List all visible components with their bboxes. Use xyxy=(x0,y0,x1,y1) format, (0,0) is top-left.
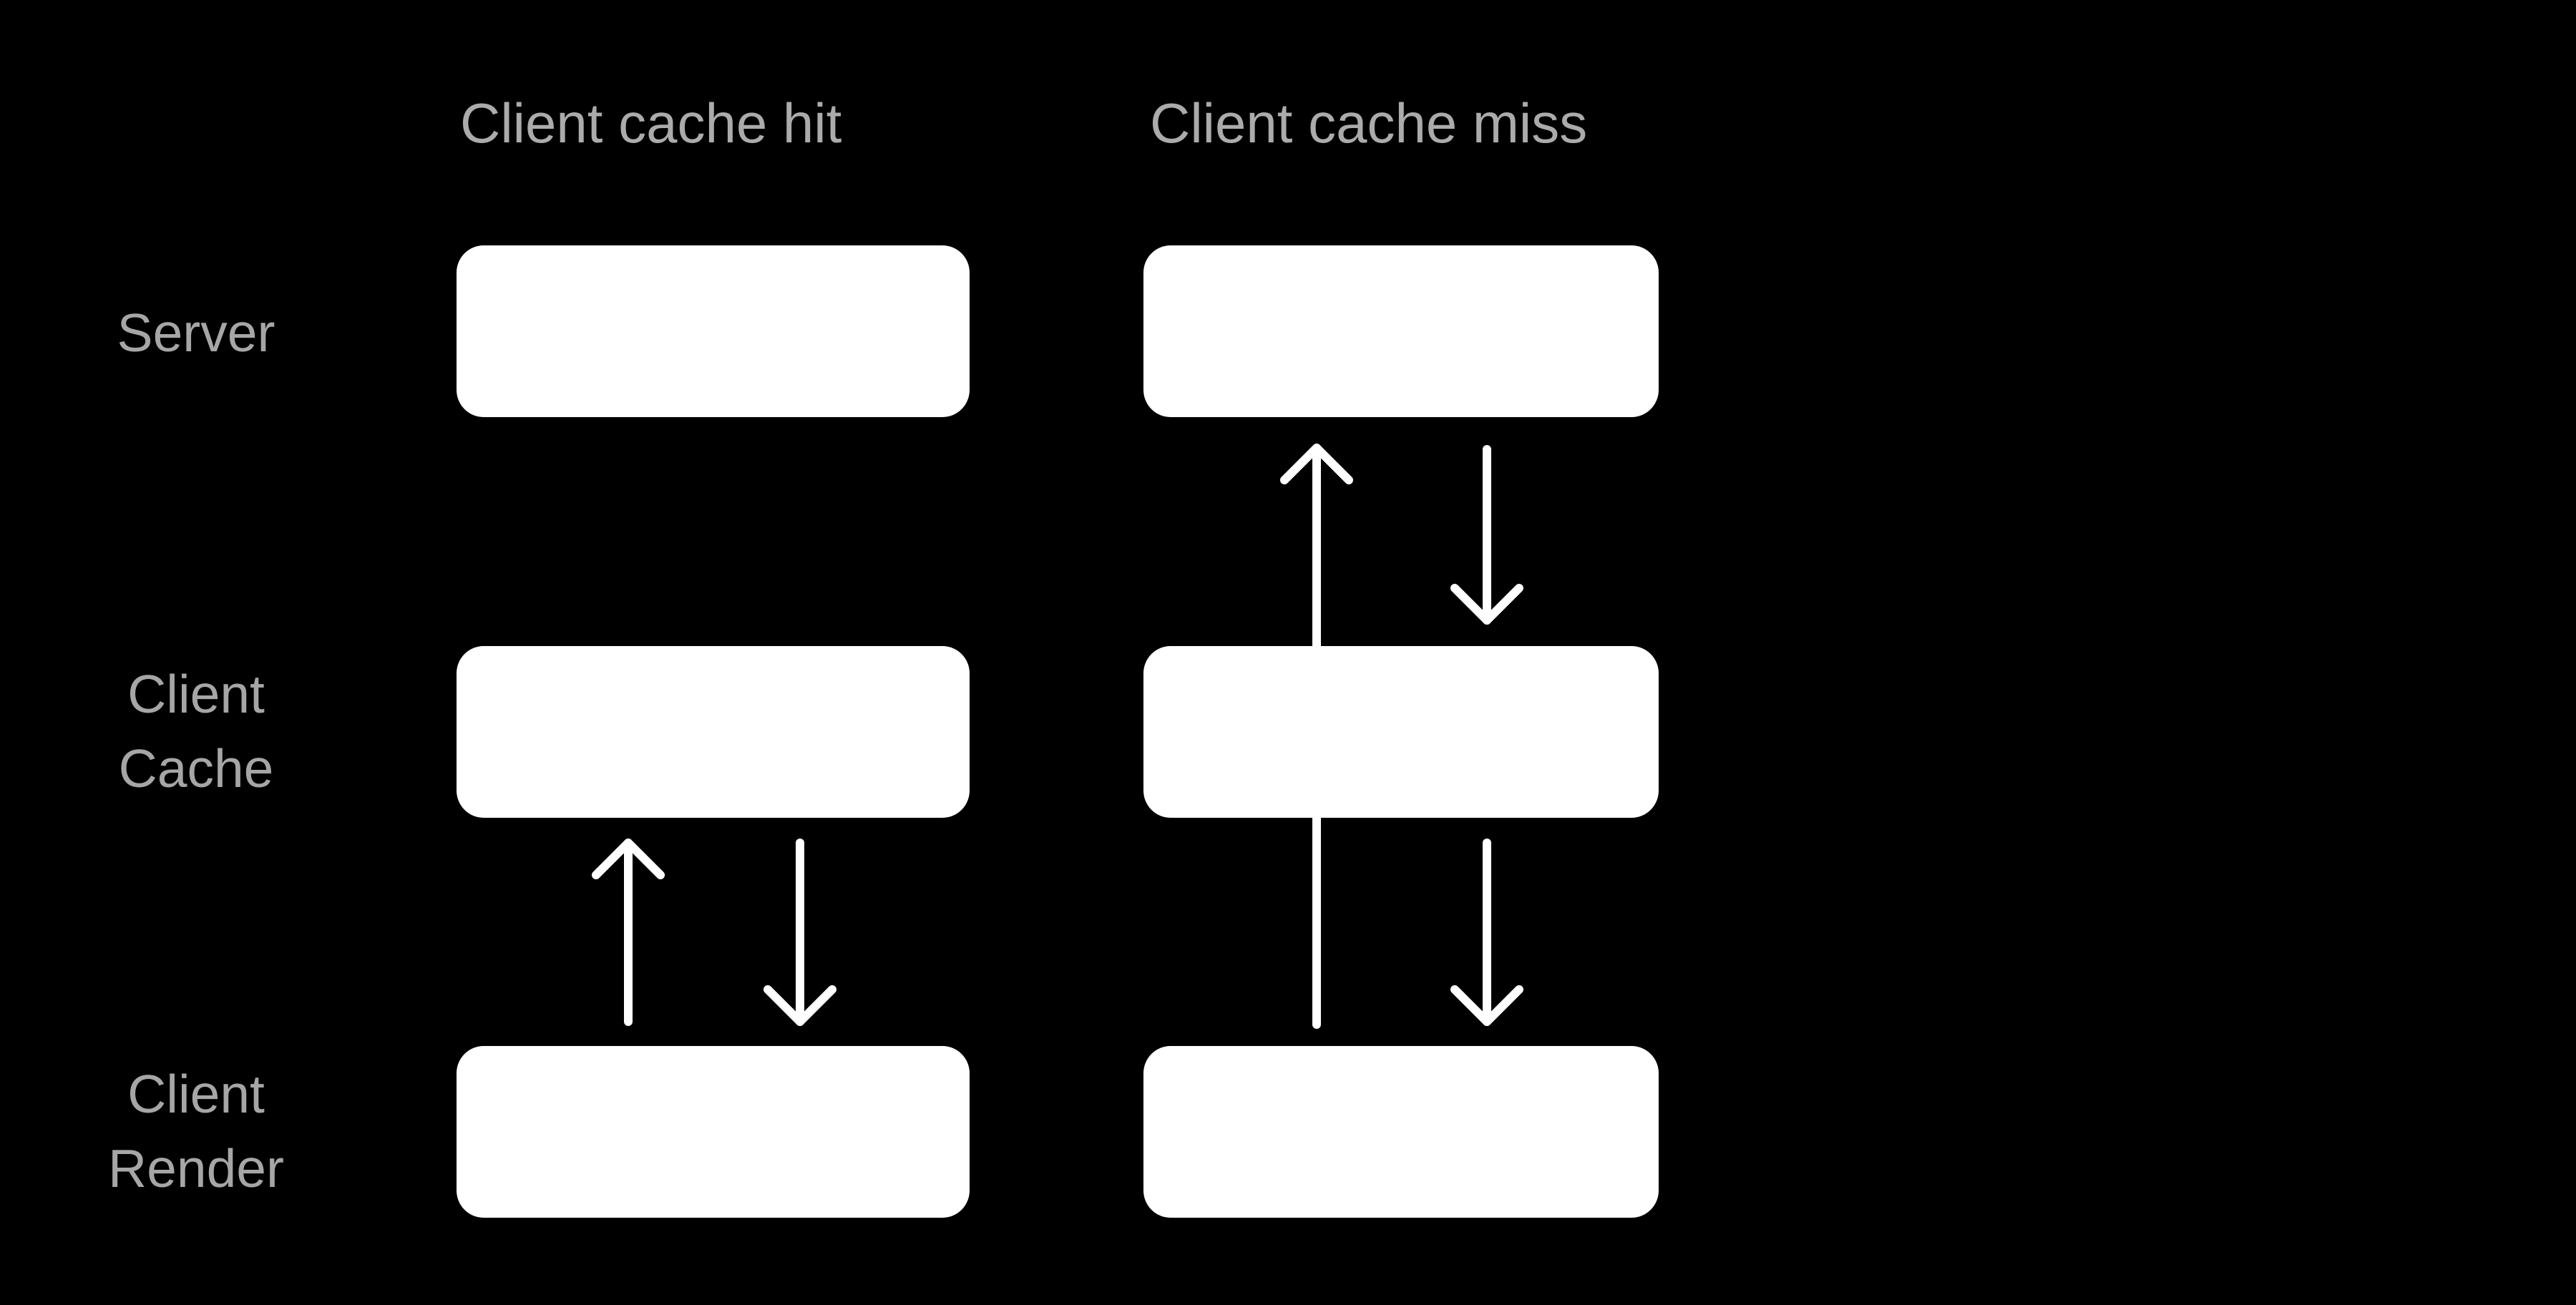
node-miss-server xyxy=(1143,245,1659,417)
row-label-client-cache: Client Cache xyxy=(118,664,274,798)
row-label-server: Server xyxy=(117,303,275,363)
arrow-miss-cache-to-render-down-icon xyxy=(1450,839,1523,1026)
node-miss-client-render xyxy=(1143,1046,1659,1218)
arrow-hit-cache-to-render-down-icon xyxy=(763,839,836,1026)
node-hit-client-cache xyxy=(457,646,970,818)
node-miss-client-cache xyxy=(1143,646,1659,818)
node-hit-client-render xyxy=(457,1046,970,1218)
arrow-hit-render-to-cache-up-icon xyxy=(592,839,665,1026)
node-hit-server xyxy=(457,245,970,417)
column-header-cache-miss: Client cache miss xyxy=(1150,92,1588,155)
column-header-cache-hit: Client cache hit xyxy=(460,92,842,155)
row-label-client-render: Client Render xyxy=(108,1064,284,1198)
arrow-miss-server-to-cache-down-icon xyxy=(1450,445,1523,625)
